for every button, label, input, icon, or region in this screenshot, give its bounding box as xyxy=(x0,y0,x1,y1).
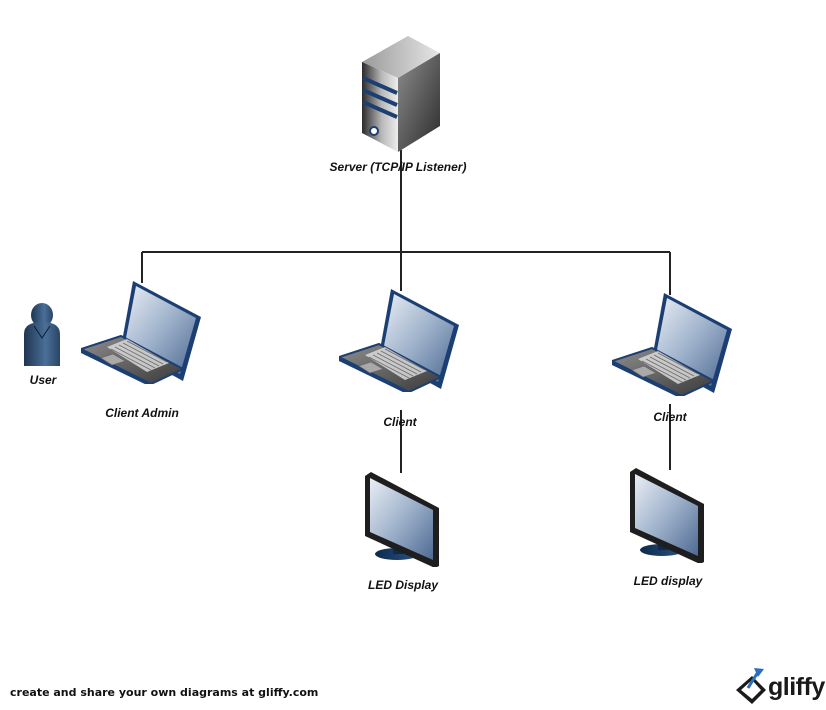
gliffy-promo-link[interactable]: create and share your own diagrams at gl… xyxy=(10,686,319,699)
client-2-label: Client xyxy=(653,410,687,424)
user-person-icon[interactable] xyxy=(24,303,60,366)
gliffy-brand-name: gliffy xyxy=(768,673,825,701)
server-label: Server (TCP/IP Listener) xyxy=(329,160,467,174)
monitor-icon[interactable] xyxy=(365,472,439,568)
user-label: User xyxy=(29,373,57,387)
laptop-icon[interactable] xyxy=(339,289,459,395)
led-display-1-label: LED Display xyxy=(367,578,439,592)
laptop-icon[interactable] xyxy=(612,293,732,399)
connectors xyxy=(141,150,671,473)
monitor-icon[interactable] xyxy=(630,468,704,564)
server-tower-icon[interactable] xyxy=(362,36,440,152)
laptop-icon[interactable] xyxy=(81,281,201,387)
client-1-label: Client xyxy=(383,415,417,429)
gliffy-logo-icon xyxy=(736,668,766,704)
client-admin-label: Client Admin xyxy=(105,406,179,420)
led-display-2-label: LED display xyxy=(633,574,703,588)
